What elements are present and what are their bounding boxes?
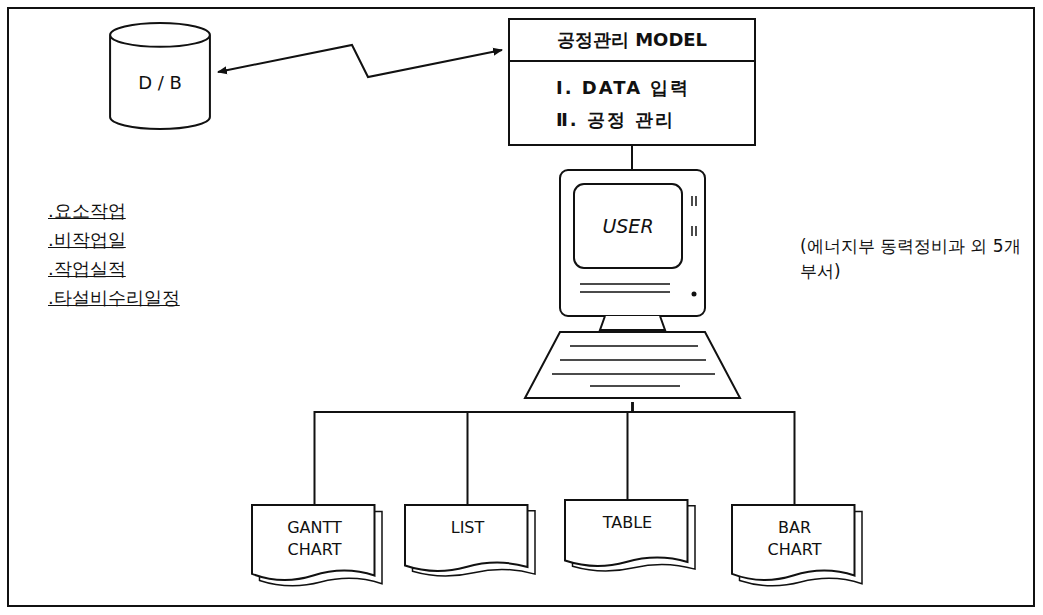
- database-cylinder: D / B: [108, 22, 212, 130]
- database-label: D / B: [138, 72, 182, 93]
- connector-line: [315, 402, 633, 505]
- document-title: BAR CHART: [754, 517, 836, 560]
- data-item-label: .타설비수리일정: [48, 285, 180, 311]
- screen-text: USER: [576, 186, 680, 266]
- data-item-label: .요소작업: [48, 198, 126, 224]
- connector-line: [633, 402, 795, 505]
- model-item: Ⅱ. 공정 관리: [510, 104, 754, 136]
- model-heading: 공정관리 MODEL: [510, 20, 754, 62]
- document-title: TABLE: [587, 512, 669, 534]
- keyboard-base: [525, 332, 740, 398]
- power-dot: [692, 292, 697, 297]
- cylinder-path: [110, 23, 210, 129]
- connector-line: [218, 45, 502, 77]
- document-title: LIST: [427, 517, 509, 539]
- department-note: (에너지부 동력정비과 외 5개부서): [800, 234, 1022, 283]
- document-outline: [565, 500, 690, 572]
- output-document: TABLE: [565, 500, 690, 572]
- document-shape: [252, 505, 375, 580]
- document-outline: [405, 505, 530, 577]
- data-item-label: .비작업일: [48, 227, 126, 253]
- frame-border: [8, 8, 1034, 606]
- monitor-stand: [600, 316, 665, 330]
- monitor-slots: [580, 284, 670, 292]
- output-document: LIST: [405, 505, 530, 577]
- model-item: Ⅰ. DATA 입력: [510, 62, 754, 104]
- process-box: 공정관리 MODELⅠ. DATA 입력Ⅱ. 공정 관리: [508, 18, 756, 146]
- connector-line: [628, 402, 633, 500]
- user-computer: USER: [520, 166, 745, 402]
- document-shape: [565, 500, 688, 566]
- computer-illustration: [520, 166, 745, 402]
- document-shape: [732, 505, 855, 580]
- output-document: BAR CHART: [732, 505, 857, 587]
- monitor-case: [560, 170, 705, 316]
- output-document: GANTT CHART: [252, 505, 377, 587]
- connector-line: [631, 146, 633, 170]
- data-item-label: .작업실적: [48, 256, 126, 282]
- monitor-marks: [692, 196, 696, 236]
- document-shape: [405, 505, 528, 571]
- keyboard-keys: [552, 346, 715, 386]
- monitor-screen: [574, 184, 682, 268]
- connector-line: [468, 402, 633, 505]
- document-title: GANTT CHART: [274, 517, 356, 560]
